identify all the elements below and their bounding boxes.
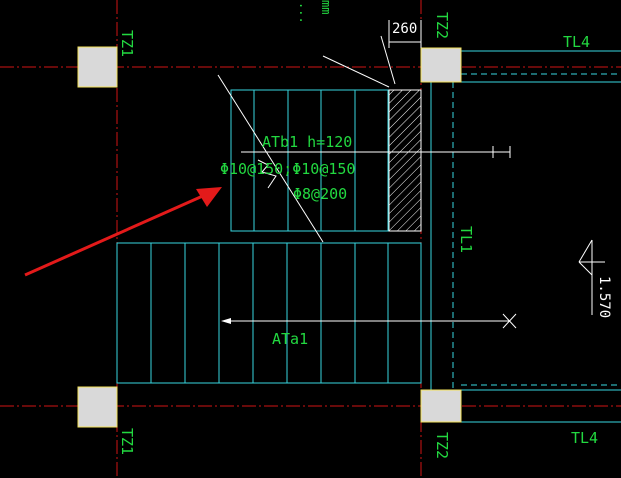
- label-tz2-top: TZ2: [433, 12, 451, 39]
- label-elevation: 1.570: [596, 276, 612, 318]
- dimension-260: [388, 20, 422, 48]
- label-tz1-bottom: TZ1: [118, 428, 136, 455]
- label-tz1-top: TZ1: [118, 30, 136, 57]
- column-tz1-bottom[interactable]: [77, 386, 118, 428]
- upper-landing-hatch: [388, 89, 422, 232]
- label-upper-stair-name: ATb1 h=120: [262, 133, 352, 151]
- label-top-text-1: ...: [297, 2, 311, 24]
- label-tl4-bottom: TL4: [571, 429, 598, 447]
- lower-stair-flight[interactable]: [116, 242, 422, 384]
- label-tl4-top: TL4: [563, 33, 590, 51]
- elevation-marker: [578, 239, 605, 315]
- break-lines: [217, 35, 517, 329]
- label-top-text-2: mm: [319, 0, 333, 14]
- label-dimension-260: 260: [392, 21, 417, 37]
- label-tz2-bottom: TZ2: [433, 432, 451, 459]
- label-upper-stair-rebar-dist: Φ8@200: [293, 185, 347, 203]
- arrowhead-marker: [221, 318, 231, 324]
- upper-stair-flight[interactable]: [230, 89, 422, 232]
- column-tz2-top[interactable]: [420, 47, 462, 83]
- column-tz2-bottom[interactable]: [420, 389, 462, 423]
- beam-outlines: [430, 50, 621, 423]
- label-lower-stair-name: ATa1: [272, 330, 308, 348]
- label-upper-stair-rebar-main: Φ10@150;Φ10@150: [220, 160, 355, 178]
- annotation-arrow: [24, 187, 222, 277]
- label-tl1: TL1: [457, 226, 475, 253]
- column-tz1-top[interactable]: [77, 46, 118, 88]
